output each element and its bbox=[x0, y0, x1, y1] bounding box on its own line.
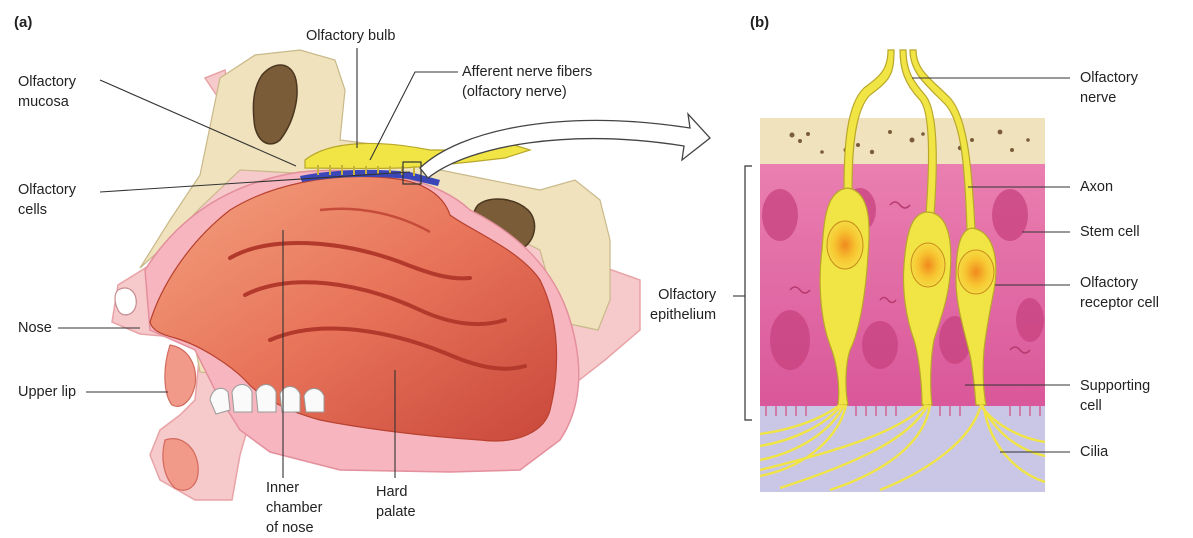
label-upper-lip: Upper lip bbox=[18, 382, 76, 402]
label-afferent-nerve-line2: (olfactory nerve) bbox=[462, 82, 592, 102]
label-olfactory-mucosa-line1: Olfactory bbox=[18, 72, 76, 92]
label-afferent-nerve: Afferent nerve fibers (olfactory nerve) bbox=[462, 62, 592, 102]
label-supporting-cell-line2: cell bbox=[1080, 396, 1150, 416]
label-axon: Axon bbox=[1080, 177, 1113, 197]
label-hard-palate-line2: palate bbox=[376, 502, 416, 522]
label-olfactory-nerve-line1: Olfactory bbox=[1080, 68, 1138, 88]
label-receptor-cell-line1: Olfactory bbox=[1080, 273, 1159, 293]
label-supporting-cell-line1: Supporting bbox=[1080, 376, 1150, 396]
magnify-arrow bbox=[420, 114, 710, 178]
label-olfactory-cells-line2: cells bbox=[18, 200, 76, 220]
label-inner-chamber-line3: of nose bbox=[266, 518, 322, 538]
label-inner-chamber-line1: Inner bbox=[266, 478, 322, 498]
epithelium-bracket bbox=[745, 166, 752, 420]
label-epithelium-line2: epithelium bbox=[650, 305, 716, 325]
label-olfactory-cells: Olfactory cells bbox=[18, 180, 76, 220]
label-olfactory-mucosa: Olfactory mucosa bbox=[18, 72, 76, 112]
bone-layer bbox=[760, 118, 1045, 164]
label-inner-chamber: Inner chamber of nose bbox=[266, 478, 322, 538]
label-inner-chamber-line2: chamber bbox=[266, 498, 322, 518]
label-cilia: Cilia bbox=[1080, 442, 1108, 462]
label-olfactory-mucosa-line2: mucosa bbox=[18, 92, 76, 112]
upper-lip bbox=[165, 345, 196, 406]
label-stem-cell: Stem cell bbox=[1080, 222, 1140, 242]
label-nose: Nose bbox=[18, 318, 52, 338]
label-hard-palate: Hard palate bbox=[376, 482, 416, 522]
label-olfactory-cells-line1: Olfactory bbox=[18, 180, 76, 200]
panel-a-tag: (a) bbox=[14, 14, 32, 31]
nostril bbox=[115, 288, 136, 315]
epithelium-panel-b bbox=[745, 50, 1045, 492]
label-receptor-cell-line2: receptor cell bbox=[1080, 293, 1159, 313]
label-afferent-nerve-line1: Afferent nerve fibers bbox=[462, 62, 592, 82]
label-olfactory-bulb: Olfactory bulb bbox=[306, 26, 395, 46]
nasal-section-panel-a bbox=[112, 50, 710, 500]
label-hard-palate-line1: Hard bbox=[376, 482, 416, 502]
label-olfactory-epithelium: Olfactory epithelium bbox=[650, 285, 716, 325]
panel-b-tag: (b) bbox=[750, 14, 769, 31]
label-olfactory-nerve: Olfactory nerve bbox=[1080, 68, 1138, 108]
label-olfactory-nerve-line2: nerve bbox=[1080, 88, 1138, 108]
label-supporting-cell: Supporting cell bbox=[1080, 376, 1150, 416]
label-epithelium-line1: Olfactory bbox=[650, 285, 716, 305]
label-olfactory-receptor-cell: Olfactory receptor cell bbox=[1080, 273, 1159, 313]
